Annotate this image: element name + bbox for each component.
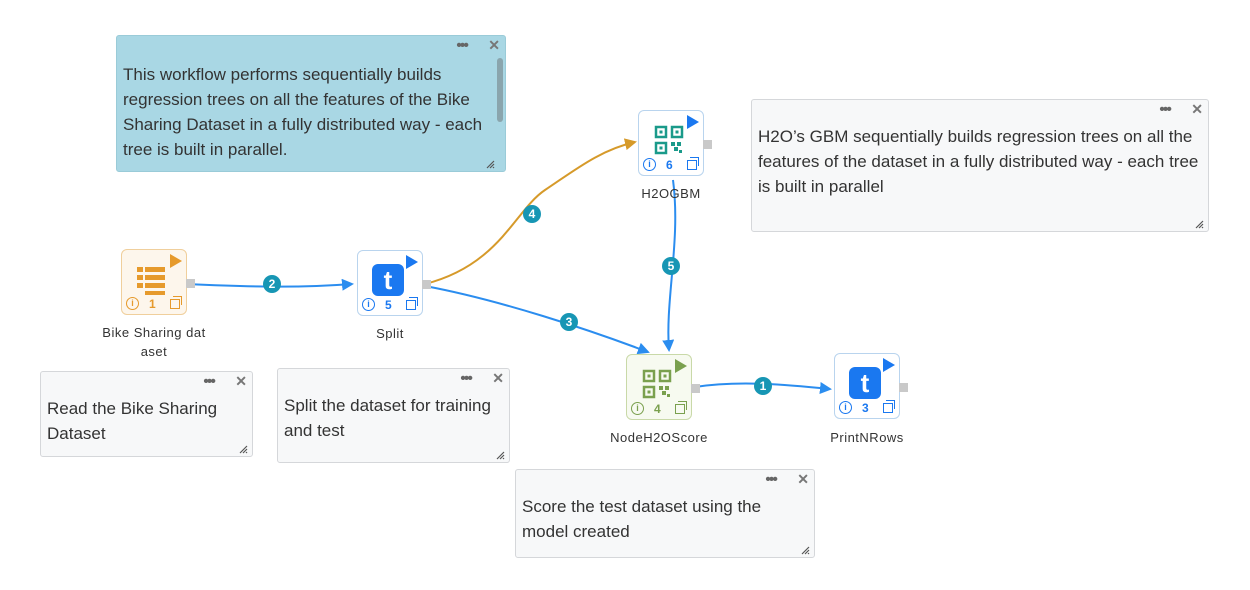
- resize-grip-icon[interactable]: [485, 159, 495, 169]
- note-header[interactable]: [41, 372, 252, 392]
- copy-icon[interactable]: [675, 401, 687, 414]
- note-close-icon[interactable]: ✕: [488, 37, 500, 53]
- node-number: 4: [654, 402, 661, 416]
- note-header[interactable]: [278, 369, 509, 389]
- run-icon[interactable]: [406, 255, 418, 269]
- node-number: 6: [666, 158, 673, 172]
- info-icon[interactable]: i: [643, 158, 656, 171]
- note-menu-icon[interactable]: •••: [460, 370, 473, 387]
- info-icon[interactable]: i: [631, 402, 644, 415]
- note-text[interactable]: This workflow performs sequentially buil…: [123, 65, 483, 159]
- note-read-dataset[interactable]: ••• ✕ Read the Bike Sharing Dataset: [40, 371, 253, 457]
- note-menu-icon[interactable]: •••: [456, 37, 469, 54]
- resize-grip-icon[interactable]: [1194, 219, 1204, 229]
- edge-4-split-to-h2ogbm[interactable]: [424, 138, 637, 285]
- edge-badge-3[interactable]: 3: [560, 313, 578, 331]
- qr-icon: [642, 369, 672, 399]
- run-icon[interactable]: [883, 358, 895, 372]
- node-bike-sharing-dataset[interactable]: i 1: [121, 249, 195, 315]
- note-menu-icon[interactable]: •••: [765, 471, 778, 488]
- note-scrollbar[interactable]: [497, 58, 503, 122]
- run-icon[interactable]: [687, 115, 699, 129]
- node-label-h2ogbm: H2OGBM: [641, 186, 701, 201]
- info-icon[interactable]: i: [126, 297, 139, 310]
- output-port[interactable]: [691, 384, 700, 393]
- edge-badge-5[interactable]: 5: [662, 257, 680, 275]
- note-workflow-description[interactable]: ••• ✕ This workflow performs sequentiall…: [116, 35, 506, 172]
- node-number: 5: [385, 298, 392, 312]
- note-close-icon[interactable]: ✕: [492, 370, 504, 386]
- node-label-h2oscore: NodeH2OScore: [610, 430, 708, 445]
- note-close-icon[interactable]: ✕: [235, 373, 247, 389]
- copy-icon[interactable]: [687, 157, 699, 170]
- node-label-printnrows: PrintNRows: [830, 430, 904, 445]
- resize-grip-icon[interactable]: [495, 450, 505, 460]
- note-menu-icon[interactable]: •••: [1159, 101, 1172, 118]
- copy-icon[interactable]: [170, 296, 182, 309]
- output-port[interactable]: [186, 279, 195, 288]
- node-h2oscore[interactable]: i 4: [626, 354, 700, 420]
- note-text[interactable]: Split the dataset for training and test: [284, 396, 491, 440]
- run-icon[interactable]: [170, 254, 182, 268]
- node-h2ogbm[interactable]: i 6: [638, 110, 712, 176]
- note-gbm-description[interactable]: ••• ✕ H2O’s GBM sequentially builds regr…: [751, 99, 1209, 232]
- resize-grip-icon[interactable]: [238, 444, 248, 454]
- note-close-icon[interactable]: ✕: [1191, 101, 1203, 117]
- node-split[interactable]: t i 5: [357, 250, 431, 316]
- info-icon[interactable]: i: [839, 401, 852, 414]
- t-icon: t: [372, 264, 404, 296]
- output-port[interactable]: [703, 140, 712, 149]
- node-number: 1: [149, 297, 156, 311]
- note-score-dataset[interactable]: ••• ✕ Score the test dataset using the m…: [515, 469, 815, 558]
- qr-icon: [654, 125, 684, 155]
- node-label-bike-sharing-dataset: Bike Sharing dataset: [102, 325, 206, 359]
- table-icon: [137, 267, 165, 295]
- copy-icon[interactable]: [883, 400, 895, 413]
- note-text[interactable]: H2O’s GBM sequentially builds regression…: [758, 127, 1199, 196]
- node-label-split: Split: [376, 326, 404, 341]
- note-text[interactable]: Read the Bike Sharing Dataset: [47, 399, 218, 443]
- node-number: 3: [862, 401, 869, 415]
- resize-grip-icon[interactable]: [800, 545, 810, 555]
- output-port[interactable]: [899, 383, 908, 392]
- node-printnrows[interactable]: t i 3: [834, 353, 908, 419]
- edge-badge-4[interactable]: 4: [523, 205, 541, 223]
- copy-icon[interactable]: [406, 297, 418, 310]
- note-text[interactable]: Score the test dataset using the model c…: [522, 497, 762, 541]
- note-menu-icon[interactable]: •••: [203, 373, 216, 390]
- note-header[interactable]: [117, 36, 505, 56]
- note-split-dataset[interactable]: ••• ✕ Split the dataset for training and…: [277, 368, 510, 463]
- info-icon[interactable]: i: [362, 298, 375, 311]
- edge-badge-2[interactable]: 2: [263, 275, 281, 293]
- note-close-icon[interactable]: ✕: [797, 471, 809, 487]
- edge-3-split-to-score[interactable]: [424, 285, 650, 355]
- t-icon: t: [849, 367, 881, 399]
- run-icon[interactable]: [675, 359, 687, 373]
- output-port[interactable]: [422, 280, 431, 289]
- note-header[interactable]: [752, 100, 1208, 120]
- edge-badge-1[interactable]: 1: [754, 377, 772, 395]
